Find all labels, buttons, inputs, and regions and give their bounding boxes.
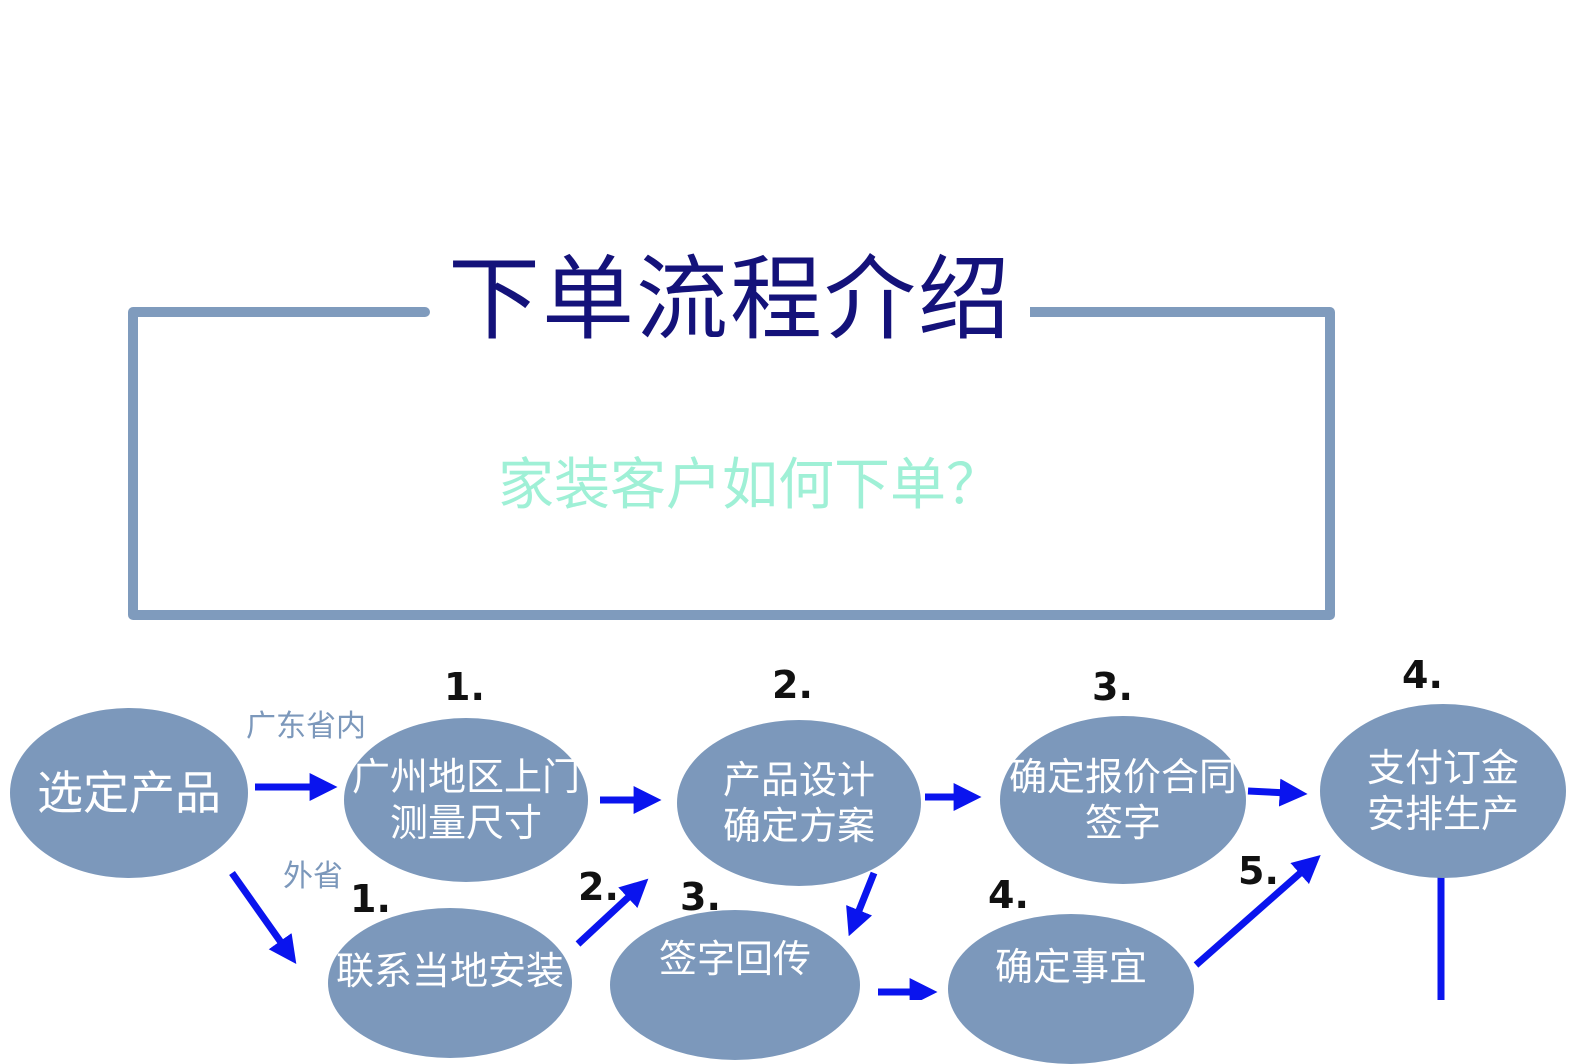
step-number-confirm-matters: 4. (988, 873, 1029, 917)
arrow-contact-to-design (575, 878, 649, 947)
branch-label-in-province: 广东省内 (246, 709, 366, 744)
arrow-confirm-to-deposit (1193, 855, 1321, 968)
node-deposit: 支付订金 安排生产 (1320, 704, 1566, 878)
step-number-contract: 3. (1092, 665, 1133, 709)
node-contract: 确定报价合同 签字 (1000, 716, 1246, 884)
step-number-to-deposit: 5. (1238, 849, 1279, 893)
node-label: 联系当地安装 (335, 949, 564, 993)
node-label: 支付订金 (1366, 745, 1519, 790)
node-label: 确定方案 (722, 804, 875, 848)
flow-diagram (128, 307, 1445, 1000)
page-title: 下单流程介绍 (430, 240, 1030, 360)
node-measure: 广州地区上门 测量尺寸 (344, 718, 588, 882)
node-confirm-matters: 确定事宜 (948, 914, 1194, 1064)
step-number-sign-return: 3. (680, 875, 721, 919)
step-number-to-design: 2. (578, 865, 619, 909)
step-number-design: 2. (772, 663, 813, 707)
step-number-contact-local: 1. (350, 877, 391, 921)
arrow-design-to-sign (846, 871, 878, 937)
node-select-product: 选定产品 (10, 708, 248, 878)
node-label: 测量尺寸 (389, 801, 542, 845)
node-label: 安排生产 (1366, 792, 1519, 836)
node-design: 产品设计 确定方案 (677, 720, 921, 886)
branch-label-out-province: 外省 (283, 859, 343, 894)
page-subtitle: 家装客户如何下单？ (498, 452, 1002, 518)
node-label: 签字回传 (658, 937, 811, 981)
node-label: 确定事宜 (994, 945, 1147, 989)
node-sign-return: 签字回传 (610, 910, 860, 1060)
node-label: 选定产品 (37, 765, 221, 820)
title-frame (128, 307, 1335, 620)
node-contact-local: 联系当地安装 (328, 908, 572, 1058)
arrow-select-to-contact (229, 870, 297, 965)
step-number-deposit: 4. (1402, 653, 1443, 697)
node-label: 产品设计 (722, 757, 875, 802)
arrows (229, 773, 1445, 1000)
arrow-contract-to-deposit (1247, 778, 1308, 807)
node-label: 确定报价合同 (1008, 754, 1237, 799)
node-label: 广州地区上门 (351, 754, 580, 799)
step-number-measure: 1. (444, 665, 485, 709)
node-label: 签字 (1084, 801, 1161, 845)
